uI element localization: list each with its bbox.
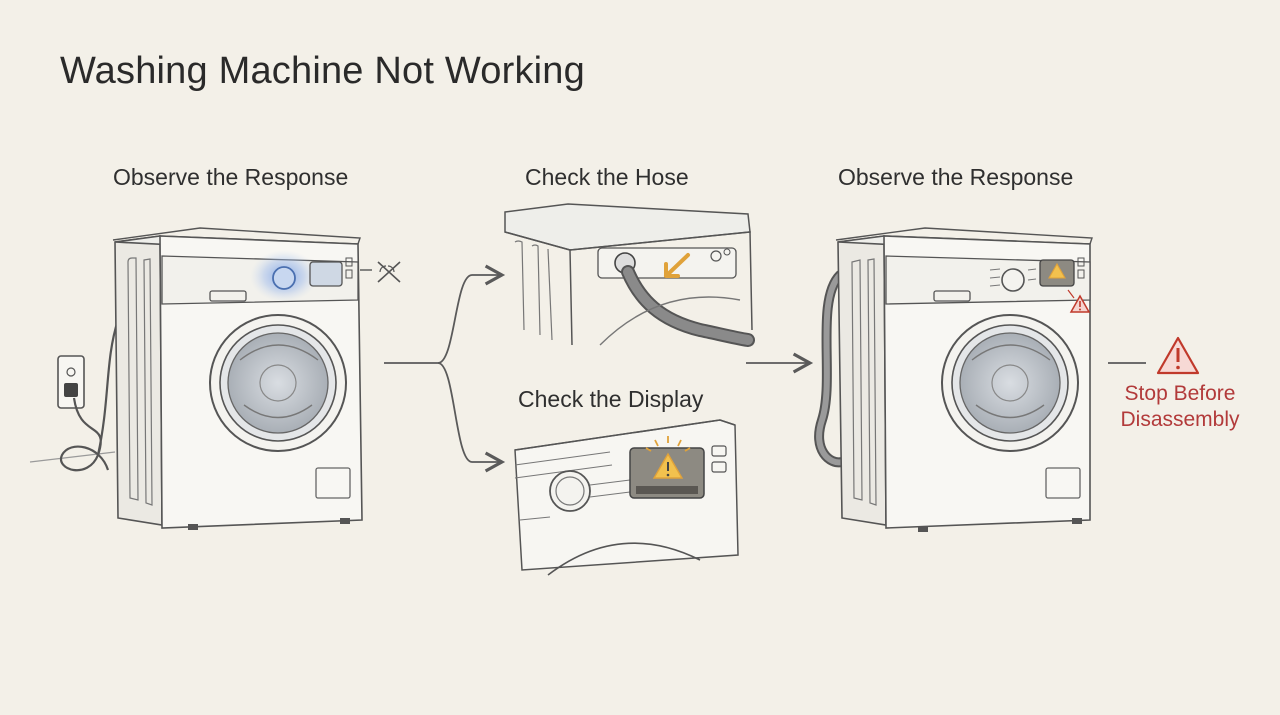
display-closeup-illustration [514, 419, 739, 576]
no-response-icon [360, 261, 401, 283]
wall-outlet-icon [57, 355, 85, 409]
branch-arrows [384, 264, 506, 473]
washer-3-illustration [814, 227, 1093, 532]
hose-closeup-illustration [504, 203, 755, 347]
step1-label: Observe the Response [113, 164, 349, 190]
warning-line-1: Stop Before [1124, 382, 1236, 405]
page-title: Washing Machine Not Working [60, 50, 585, 92]
step2a-label: Check the Hose [525, 164, 689, 190]
power-cord [59, 319, 120, 472]
stop-warning [1108, 336, 1200, 375]
orange-pointer-arrow [664, 253, 690, 278]
washer-1-illustration [29, 227, 401, 530]
step2b-label: Check the Display [518, 386, 704, 412]
warning-text: Stop Before Disassembly [1100, 381, 1260, 433]
warning-line-2: Disassembly [1120, 408, 1240, 431]
step3-label: Observe the Response [838, 164, 1074, 190]
